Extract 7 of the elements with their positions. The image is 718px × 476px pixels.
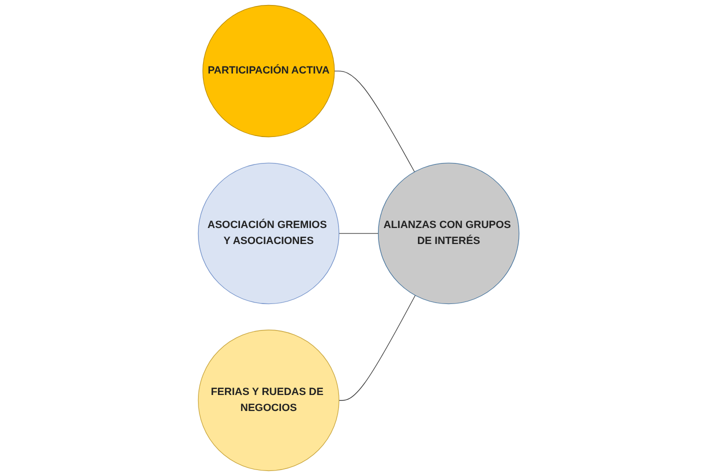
connector bbox=[339, 233, 379, 234]
node-circle: FERIAS Y RUEDAS DE NEGOCIOS bbox=[198, 330, 340, 472]
connector bbox=[334, 70, 416, 172]
node-circle: PARTICIPACIÓN ACTIVA bbox=[202, 4, 336, 138]
node-circle: ASOCIACIÓN GREMIOS Y ASOCIACIONES bbox=[198, 162, 340, 304]
connector bbox=[339, 295, 416, 401]
node-circle: ALIANZAS CON GRUPOS DE INTERÉS bbox=[378, 162, 520, 304]
